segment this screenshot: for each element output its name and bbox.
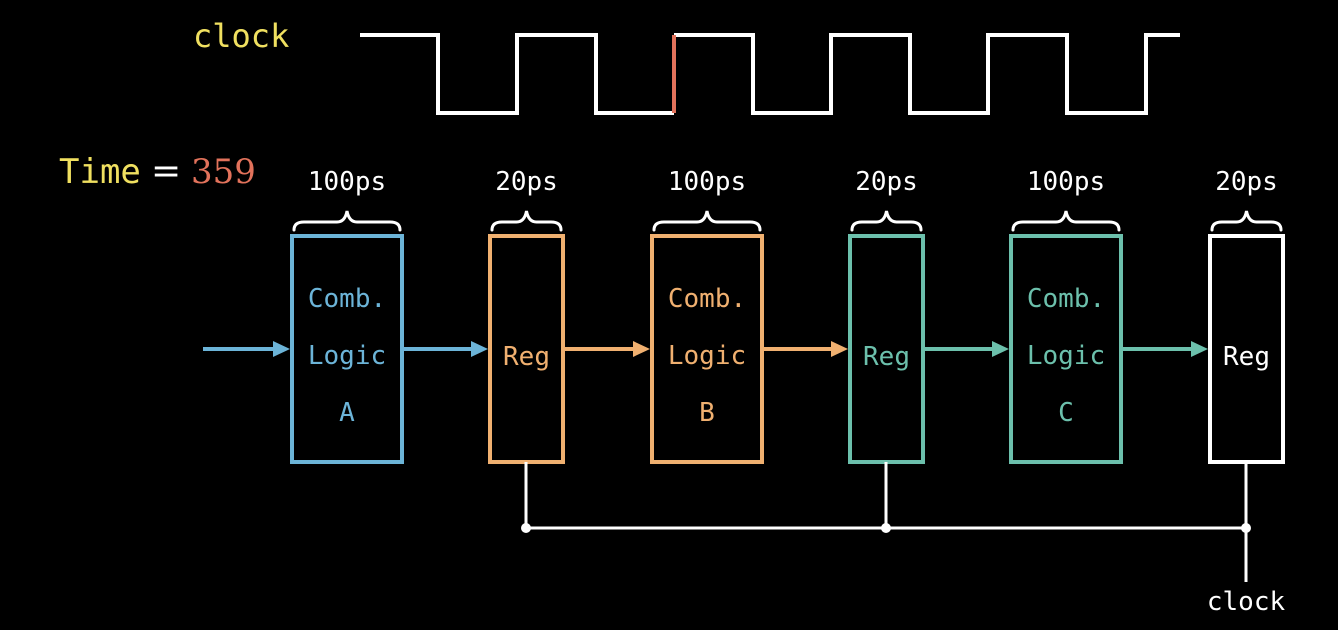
brace-comb-c (1011, 210, 1121, 232)
delay-label-comb-b: 100ps (668, 167, 746, 197)
box-text-comb-a-2: A (339, 398, 355, 428)
arrow-c-to-reg3 (1121, 341, 1208, 357)
box-text-comb-c-1: Logic (1027, 341, 1105, 371)
time-value: 359 (191, 152, 256, 192)
clock-bus-label: clock (1207, 587, 1286, 617)
clock-bus (524, 462, 1248, 582)
delay-label-comb-a: 100ps (308, 167, 386, 197)
arrow-head-reg1-to-b (633, 341, 650, 357)
clock-label: clock (193, 17, 289, 55)
box-text-comb-c-0: Comb. (1027, 284, 1105, 314)
clock-waveform (360, 33, 1180, 115)
box-text-reg-3-0: Reg (1223, 342, 1270, 372)
delay-label-reg-3: 20ps (1215, 167, 1278, 197)
brace-reg-2 (850, 210, 923, 232)
brace-comb-b (652, 210, 762, 232)
brace-reg-3 (1210, 210, 1283, 232)
delay-label-comb-c: 100ps (1027, 167, 1105, 197)
arrow-input-arrow (203, 341, 290, 357)
arrow-b-to-reg2 (762, 341, 848, 357)
arrow-head-b-to-reg2 (831, 341, 848, 357)
box-text-comb-b-2: B (699, 398, 715, 428)
arrow-head-a-to-reg1 (471, 341, 488, 357)
clock-bus-node-2 (881, 523, 891, 533)
box-text-comb-a-1: Logic (308, 341, 386, 371)
brace-comb-a (292, 210, 402, 232)
box-text-comb-b-0: Comb. (668, 284, 746, 314)
arrow-a-to-reg1 (402, 341, 488, 357)
brace-reg-1 (490, 210, 563, 232)
arrow-head-c-to-reg3 (1191, 341, 1208, 357)
box-text-comb-b-1: Logic (668, 341, 746, 371)
arrows-layer (203, 341, 1208, 357)
box-text-comb-c-2: C (1058, 398, 1074, 428)
time-equals: = (151, 151, 181, 192)
clock-bus-node-3 (1241, 523, 1251, 533)
box-text-reg-2-0: Reg (863, 342, 910, 372)
delay-label-reg-1: 20ps (495, 167, 558, 197)
delay-label-reg-2: 20ps (855, 167, 918, 197)
box-text-comb-a-0: Comb. (308, 284, 386, 314)
box-text-reg-1-0: Reg (503, 342, 550, 372)
arrow-reg2-to-c (923, 341, 1009, 357)
time-label: Time (59, 152, 141, 192)
clock-bus-node-1 (521, 523, 531, 533)
arrow-reg1-to-b (563, 341, 650, 357)
arrow-head-input-arrow (273, 341, 290, 357)
arrow-head-reg2-to-c (992, 341, 1009, 357)
